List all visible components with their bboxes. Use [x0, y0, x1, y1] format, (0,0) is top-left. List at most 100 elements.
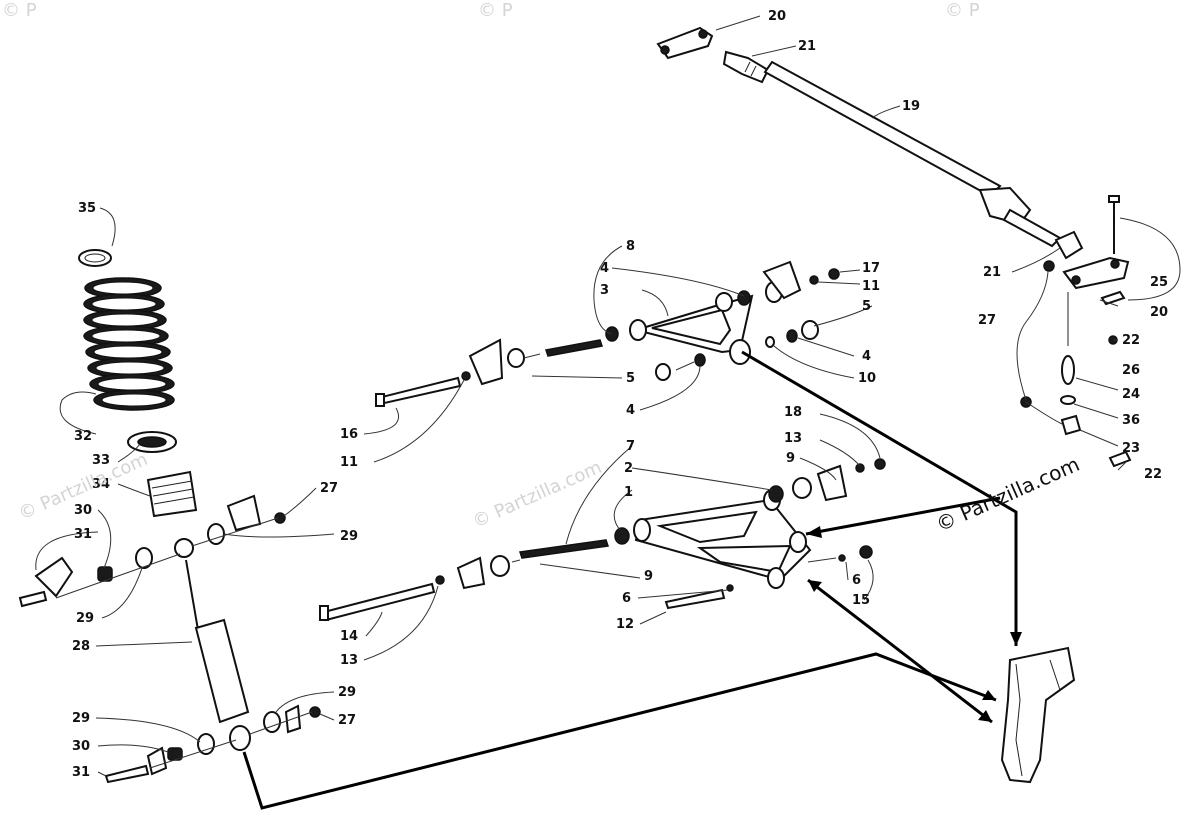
callout-13-upper: 13 — [784, 431, 802, 446]
bracket-31-upper — [34, 556, 74, 598]
washer-11-left — [461, 371, 471, 381]
callout-21-upper: 21 — [798, 39, 816, 54]
tie-rod — [763, 60, 1002, 198]
spacer-10 — [765, 336, 775, 348]
bolt-22-lower — [1108, 450, 1132, 468]
bushing-4-upper-right — [737, 290, 751, 306]
watermark-faint-center-mid: © Partzilla.com — [469, 457, 604, 533]
callout-36: 36 — [1122, 413, 1140, 428]
callout-22-upper: 22 — [1122, 333, 1140, 348]
washer-6-lower — [726, 584, 734, 592]
arrow-shock-to-spindle — [242, 652, 997, 810]
callout-9-upper: 9 — [786, 451, 795, 466]
callout-24: 24 — [1122, 387, 1140, 402]
nut-27-shock-upper — [274, 512, 286, 524]
nut-27-shock-lower — [309, 706, 321, 718]
callout-28: 28 — [72, 639, 90, 654]
bolt-12 — [664, 588, 726, 610]
callout-9-lower: 9 — [644, 569, 653, 584]
lower-a-arm-assembly — [319, 458, 886, 622]
callout-21-lower: 21 — [983, 265, 1001, 280]
watermark-faint-center: © P — [478, 0, 513, 21]
callout-7: 7 — [626, 439, 635, 454]
adjuster-nut-34 — [146, 470, 198, 518]
callout-35: 35 — [78, 201, 96, 216]
callout-3: 3 — [600, 283, 609, 298]
tie-rod-end-hole — [660, 45, 670, 55]
callout-6-lower: 6 — [622, 591, 631, 606]
callout-25: 25 — [1150, 275, 1168, 290]
callout-34: 34 — [92, 477, 110, 492]
watermark-faint-left: © P — [2, 0, 37, 21]
nut-18 — [874, 458, 886, 470]
shock-upper-eye — [174, 538, 194, 558]
adjuster-sleeve-upper — [722, 50, 770, 84]
callout-29-lower-left: 29 — [72, 711, 90, 726]
bushing-29-upper-right — [207, 523, 225, 545]
bracket-upper-arm-right — [762, 260, 802, 300]
callout-11-upper: 11 — [862, 279, 880, 294]
bolt-16 — [376, 376, 462, 406]
tie-rod-end-ball — [698, 29, 708, 39]
bracket-upper-arm-left — [468, 338, 504, 386]
callout-30-upper: 30 — [74, 503, 92, 518]
callout-27-tie-rod: 27 — [978, 313, 996, 328]
callout-10: 10 — [858, 371, 876, 386]
bushing-29-lower-left — [197, 733, 215, 755]
bracket-lower-arm-left — [456, 556, 486, 590]
callout-29-upper-right: 29 — [340, 529, 358, 544]
callout-5-center: 5 — [626, 371, 635, 386]
washer-36 — [1060, 395, 1076, 405]
callout-4-top: 4 — [600, 261, 609, 276]
spring-retainer-35 — [78, 249, 112, 267]
upper-a-arm-assembly — [375, 260, 840, 407]
bracket-23 — [1060, 414, 1082, 436]
bushing-4-right — [786, 329, 798, 343]
nut-15 — [859, 545, 873, 559]
bushing-5-left — [507, 348, 525, 368]
ball-joint-24 — [1061, 355, 1075, 385]
callout-4-lower: 4 — [626, 403, 635, 418]
callout-27-shock-lower: 27 — [338, 713, 356, 728]
bushing-2-left — [614, 527, 630, 545]
callout-32: 32 — [74, 429, 92, 444]
shock-lower-eye — [229, 725, 251, 751]
bushing-29-upper-left — [135, 547, 153, 569]
bracket-31-lower — [146, 746, 168, 776]
leader-lines — [35, 15, 1181, 777]
arrow-upper-arm-to-spindle — [741, 350, 1018, 646]
arrow-lower-arm-pivot — [805, 496, 1001, 536]
nut-27-upper — [1043, 260, 1055, 272]
callout-20-lower: 20 — [1150, 305, 1168, 320]
callout-20-upper: 20 — [768, 9, 786, 24]
bolt-31-upper — [18, 590, 48, 608]
tie-rod-lower-shaft — [1002, 208, 1062, 248]
callout-17: 17 — [862, 261, 880, 276]
bushing-2-right — [768, 485, 784, 503]
callout-4-right: 4 — [862, 349, 871, 364]
callout-22-lower: 22 — [1144, 467, 1162, 482]
callout-labels: 20 21 19 25 21 20 27 22 26 24 36 23 22 8… — [72, 9, 1168, 780]
callout-23: 23 — [1122, 441, 1140, 456]
callout-16: 16 — [340, 427, 358, 442]
bushing-4-lower — [694, 353, 706, 367]
callout-26: 26 — [1122, 363, 1140, 378]
washer-13-upper — [855, 463, 865, 473]
callout-15: 15 — [852, 593, 870, 608]
tie-rod-assembly — [656, 26, 1132, 468]
bushing-9-upper — [792, 477, 812, 499]
shock-body-28 — [194, 618, 250, 724]
callout-18: 18 — [784, 405, 802, 420]
callout-12: 12 — [616, 617, 634, 632]
callout-13-lower: 13 — [340, 653, 358, 668]
callout-1: 1 — [624, 485, 633, 500]
callout-8: 8 — [626, 239, 635, 254]
bolt-31-lower — [104, 764, 150, 784]
callout-11-lower: 11 — [340, 455, 358, 470]
callout-29-upper-left: 29 — [76, 611, 94, 626]
bolt-14 — [322, 582, 436, 622]
washer-13-lower — [435, 575, 445, 585]
shaft-7 — [519, 539, 609, 559]
spindle — [1000, 646, 1076, 784]
